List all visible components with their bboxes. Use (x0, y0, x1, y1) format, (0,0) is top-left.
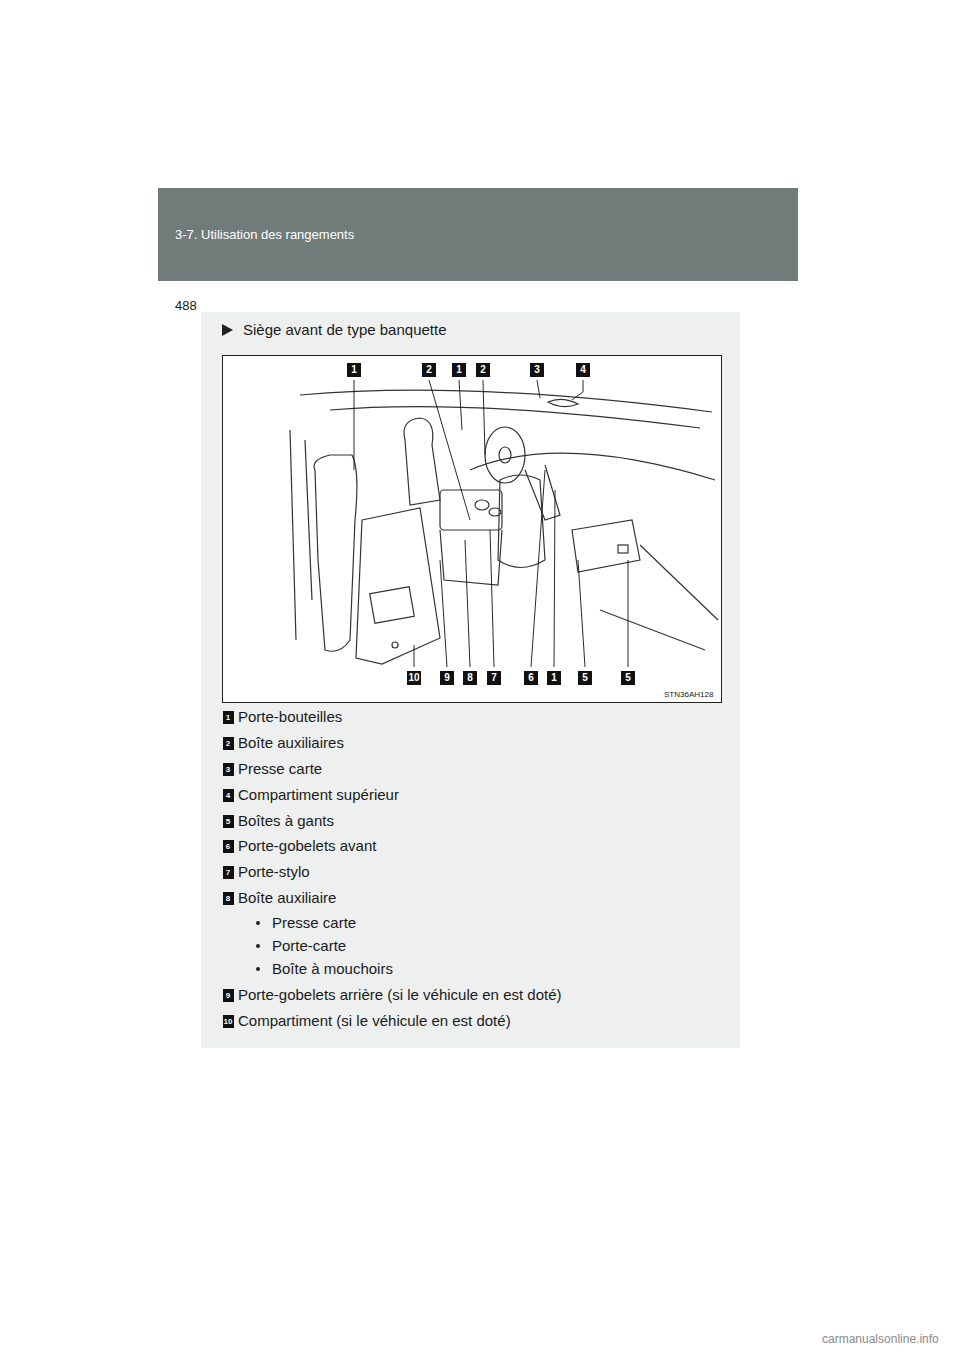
callout-number: 6 (524, 671, 538, 685)
callout-number: 5 (621, 671, 635, 685)
list-number: 1 (223, 711, 234, 724)
list-text: Porte-gobelets arrière (si le véhicule e… (238, 986, 562, 1003)
list-number: 5 (223, 815, 234, 828)
list-text: Compartiment (si le véhicule en est doté… (238, 1012, 511, 1029)
callout-number: 2 (422, 363, 436, 377)
list-number: 10 (223, 1015, 234, 1028)
list-number: 2 (223, 737, 234, 750)
list-text: Compartiment supérieur (238, 786, 399, 803)
list-number: 4 (223, 789, 234, 802)
list-number: 6 (223, 840, 234, 853)
list-number: 3 (223, 763, 234, 776)
callout-number: 2 (476, 363, 490, 377)
list-text: Porte-gobelets avant (238, 837, 376, 854)
list-subitem: Porte-carte (272, 937, 346, 954)
list-number: 7 (223, 866, 234, 879)
callout-number: 7 (487, 671, 501, 685)
callout-number: 8 (463, 671, 477, 685)
callout-number: 1 (347, 363, 361, 377)
callout-number: 4 (576, 363, 590, 377)
callout-number: 3 (530, 363, 544, 377)
list-text: Porte-bouteilles (238, 708, 342, 725)
callout-number: 5 (578, 671, 592, 685)
list-text: Presse carte (238, 760, 322, 777)
section-header: 3-7. Utilisation des rangements (175, 228, 354, 243)
callout-number: 10 (407, 671, 421, 685)
watermark: carmanualsonline.info (822, 1333, 939, 1347)
callout-number: 1 (452, 363, 466, 377)
list-number: 9 (223, 989, 234, 1002)
page-number: 488 (175, 299, 197, 314)
list-text: Boîte auxiliaires (238, 734, 344, 751)
list-number: 8 (223, 892, 234, 905)
section-title: Siège avant de type banquette (243, 321, 447, 338)
list-text: Porte-stylo (238, 863, 310, 880)
callout-number: 9 (440, 671, 454, 685)
list-text: Boîtes à gants (238, 812, 334, 829)
list-text: Boîte auxiliaire (238, 889, 336, 906)
callout-number: 1 (547, 671, 561, 685)
list-subitem: Presse carte (272, 914, 356, 931)
figure-code: STN36AH128 (664, 690, 713, 699)
list-subitem: Boîte à mouchoirs (272, 960, 393, 977)
